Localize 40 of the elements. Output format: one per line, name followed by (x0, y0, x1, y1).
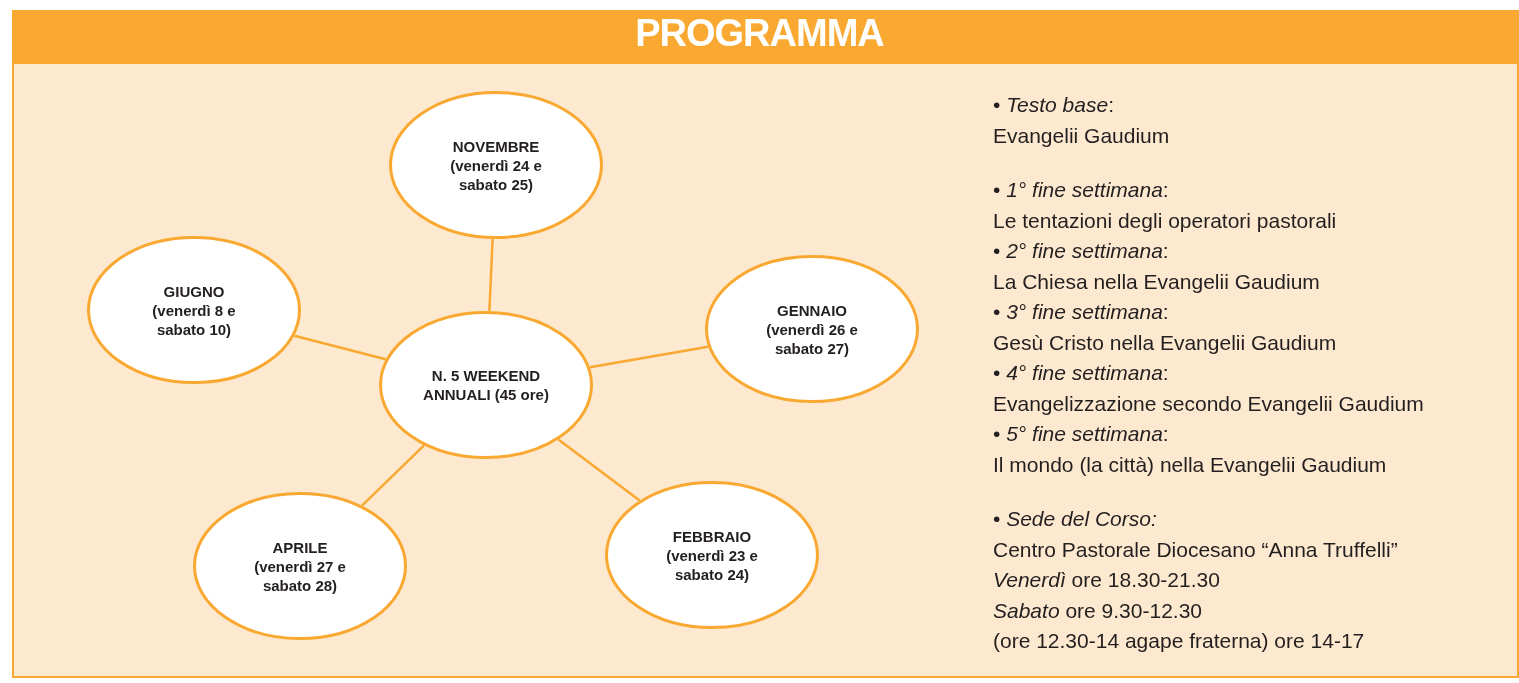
month-heading: GENNAIO (776, 300, 848, 320)
date-text: (venerdì 23 e sabato 24) (665, 545, 759, 584)
ellipse-node (389, 91, 603, 239)
info-text: Il mondo (la città) nella Evangelii Gaudium (993, 451, 1387, 478)
bullet-heading: • Testo base: (993, 92, 1114, 118)
bullet-heading: • 4° fine settimana: (993, 360, 1169, 386)
connector-line (488, 238, 494, 312)
month-heading: NOVEMBRE (451, 136, 541, 156)
info-text: Sabato ore 9.30-12.30 (993, 597, 1202, 624)
info-text: Evangelii Gaudium (993, 122, 1170, 149)
bullet-heading: • 2° fine settimana: (993, 238, 1169, 264)
connector-line (557, 438, 641, 502)
ellipse-node (605, 481, 819, 629)
info-text: Venerdì ore 18.30-21.30 (993, 567, 1220, 593)
info-text: Gesù Cristo nella Evangelii Gaudium (993, 329, 1337, 356)
title: PROGRAMMA (635, 11, 884, 56)
ellipse-node (705, 255, 919, 403)
month-heading: FEBBRAIO (671, 526, 753, 546)
connector-line (361, 444, 425, 507)
date-text: (venerdì 26 e sabato 27) (765, 319, 859, 358)
node-text: N. 5 WEEKEND ANNUALI (45 ore) (422, 366, 550, 404)
info-text: Le tentazioni degli operatori pastorali (993, 207, 1337, 234)
bullet-heading: • 1° fine settimana: (993, 177, 1169, 203)
info-text: (ore 12.30-14 agape fraterna) ore 14-17 (993, 628, 1365, 654)
date-text: (venerdì 27 e sabato 28) (253, 556, 347, 595)
info-text: Centro Pastorale Diocesano “Anna Truffelli” (993, 536, 1398, 563)
date-text: (venerdì 24 e sabato 25) (449, 155, 543, 194)
ellipse-node (379, 311, 593, 459)
info-text: Evangelizzazione secondo Evangelii Gaudium (993, 390, 1424, 417)
connector-line (294, 334, 386, 361)
connector-line (589, 345, 709, 369)
bullet-heading: • 3° fine settimana: (993, 299, 1169, 325)
date-text: (venerdì 8 e sabato 10) (151, 300, 237, 339)
info-text: La Chiesa nella Evangelii Gaudium (993, 268, 1320, 295)
month-heading: APRILE (271, 537, 329, 557)
month-heading: GIUGNO (162, 281, 226, 301)
ellipse-node (193, 492, 407, 640)
bullet-heading: • 5° fine settimana: (993, 421, 1169, 447)
ellipse-node (87, 236, 301, 384)
bullet-heading: • Sede del Corso: (993, 506, 1157, 532)
